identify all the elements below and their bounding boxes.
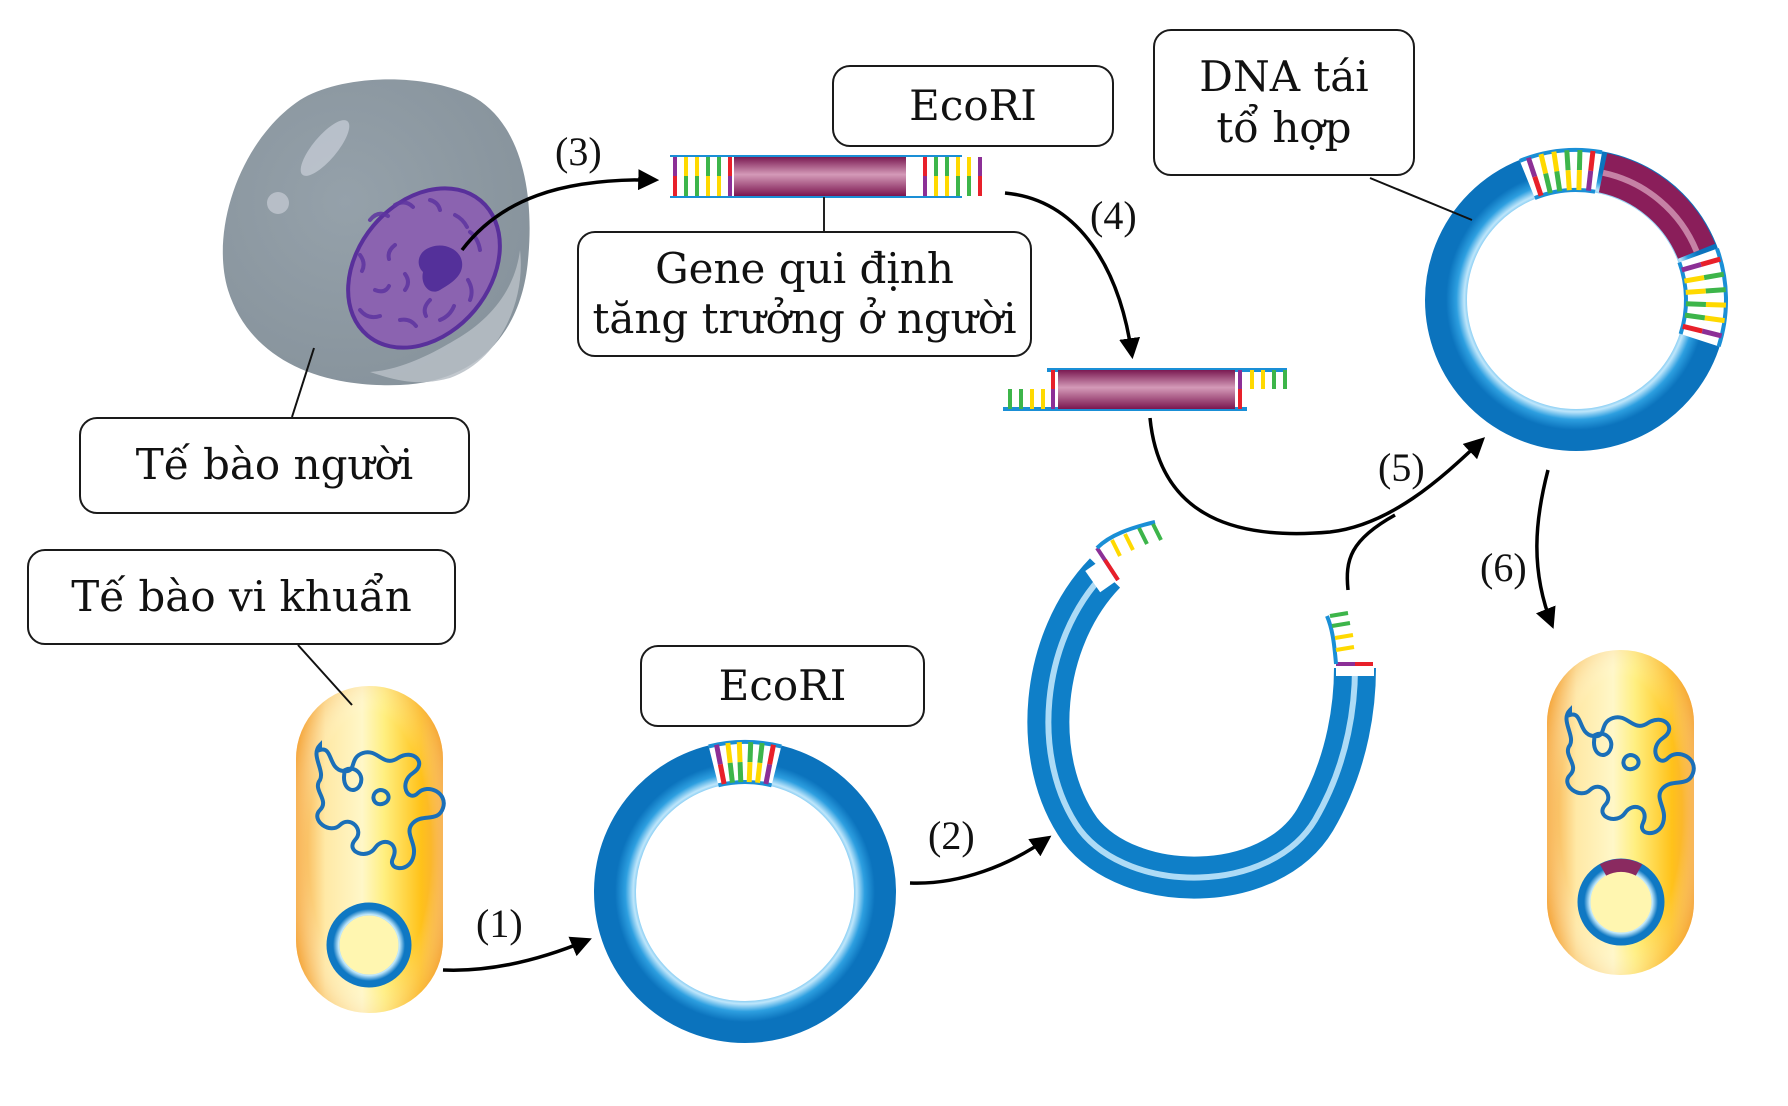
base-pair: [763, 763, 773, 785]
human-dna-strand: [670, 155, 982, 198]
base-pair: [717, 763, 727, 785]
plasmid: [594, 740, 896, 1043]
bacterium-transformed: [1547, 650, 1696, 975]
restriction-site: [1677, 248, 1728, 347]
base-pair: [736, 742, 743, 763]
sticky-end-base: [1334, 633, 1354, 640]
base-pair: [725, 742, 733, 764]
gene-label-line1: Gene qui định: [655, 243, 954, 293]
step-label-6: (6): [1480, 545, 1527, 590]
base-pair: [1554, 171, 1563, 192]
base-pair: [1585, 170, 1594, 191]
cut-site-right: [1336, 664, 1374, 676]
base-pair: [1683, 275, 1705, 284]
sticky-end-base: [1331, 621, 1351, 628]
base-pair: [1681, 262, 1702, 273]
base-pair: [747, 742, 754, 763]
sticky-end-strand: [1325, 615, 1338, 665]
base-pair: [727, 762, 735, 784]
human-cell-label-text: Tế bào người: [135, 440, 414, 490]
bacterial-cell-label-text: Tế bào vi khuẩn: [71, 571, 412, 621]
recombinant-label-line2: tổ hợp: [1216, 102, 1352, 152]
arrow-step-6: [1535, 469, 1556, 629]
base-pair: [1576, 169, 1582, 191]
cut-site-left: [1085, 553, 1125, 593]
bacterium-pointer: [297, 644, 353, 706]
arrow-step-5: [1148, 417, 1486, 536]
sticky-end-base: [1137, 527, 1149, 545]
base-pair: [1682, 323, 1703, 334]
base-pair: [714, 744, 723, 765]
base-pair: [1705, 287, 1726, 294]
plasmid-in-bacterium: [326, 902, 412, 988]
inserted-gene-segment: [1599, 858, 1643, 876]
base-pair: [767, 744, 776, 765]
step-label-2: (2): [928, 813, 975, 858]
base-pair: [1588, 150, 1596, 172]
open-plasmid: [1027, 520, 1376, 899]
base-pair: [746, 761, 753, 783]
enzyme-label-bottom: EcoRI: [640, 645, 925, 727]
arrow-step-3: [460, 169, 660, 252]
base-pair: [1700, 256, 1721, 267]
gene-segment: [1058, 370, 1235, 409]
gene-fragment: [1003, 368, 1287, 411]
step-label-4: (4): [1090, 193, 1137, 238]
recombinant-plasmid: [1425, 148, 1728, 451]
base-pair: [1705, 301, 1726, 308]
base-pair: [1685, 301, 1707, 307]
enzyme-label-bottom-text: EcoRI: [718, 660, 847, 710]
gene-label-line2: tăng trưởng ở người: [592, 294, 1017, 343]
sticky-end-base: [1151, 523, 1163, 541]
step-label-1: (1): [476, 901, 523, 946]
base-pair: [1576, 149, 1583, 171]
bacterial-chromosome-2: [1564, 705, 1696, 836]
base-pair: [1532, 175, 1544, 197]
gene-label: Gene qui định tăng trưởng ở người: [577, 231, 1032, 357]
base-pair: [737, 761, 744, 783]
step-label-3: (3): [555, 129, 602, 174]
recombinant-label-line1: DNA tái: [1199, 52, 1369, 102]
sticky-end-base: [1335, 645, 1355, 652]
human-cell: [222, 79, 530, 418]
base-pair: [1684, 312, 1706, 321]
sticky-end-strand: [1095, 520, 1156, 550]
enzyme-label-top-text: EcoRI: [909, 80, 1037, 130]
base-pair: [1565, 170, 1572, 191]
recombinant-plasmid-in-bacterium: [1577, 858, 1665, 946]
step-label-5: (5): [1378, 445, 1425, 490]
base-pair: [1685, 288, 1706, 295]
arrow-step-4: [1004, 191, 1141, 360]
enzyme-label-top: EcoRI: [832, 65, 1114, 147]
gene-segment: [734, 157, 906, 196]
base-pair: [1538, 153, 1549, 175]
nucleus: [346, 186, 502, 350]
base-pair: [1703, 271, 1725, 281]
base-pair: [1701, 328, 1723, 339]
sticky-end-base: [1123, 533, 1135, 551]
arrow-step-2: [909, 835, 1052, 885]
human-cell-label: Tế bào người: [79, 417, 470, 514]
base-pair: [755, 762, 763, 784]
arrow-step-1: [442, 936, 592, 972]
sticky-end-base: [1110, 539, 1122, 557]
base-pair: [1551, 151, 1560, 172]
bacterial-chromosome: [314, 740, 446, 871]
base-pair: [757, 742, 765, 764]
base-pair: [1526, 156, 1538, 178]
recombinant-pointer: [1369, 177, 1473, 221]
human-cell-pointer: [291, 347, 315, 418]
base-pair: [1103, 558, 1120, 582]
arrow-step-5-branch: [1345, 513, 1396, 591]
inserted-gene-arc: [1598, 153, 1716, 260]
base-pair: [1704, 315, 1725, 324]
bacterial-cell-label: Tế bào vi khuẩn: [27, 549, 456, 645]
base-pair: [1543, 173, 1553, 194]
base-pair: [1564, 150, 1571, 171]
bacterium-original: [296, 686, 446, 1013]
sticky-end-base: [1329, 611, 1349, 618]
recombinant-dna-label: DNA tái tổ hợp: [1153, 29, 1415, 176]
